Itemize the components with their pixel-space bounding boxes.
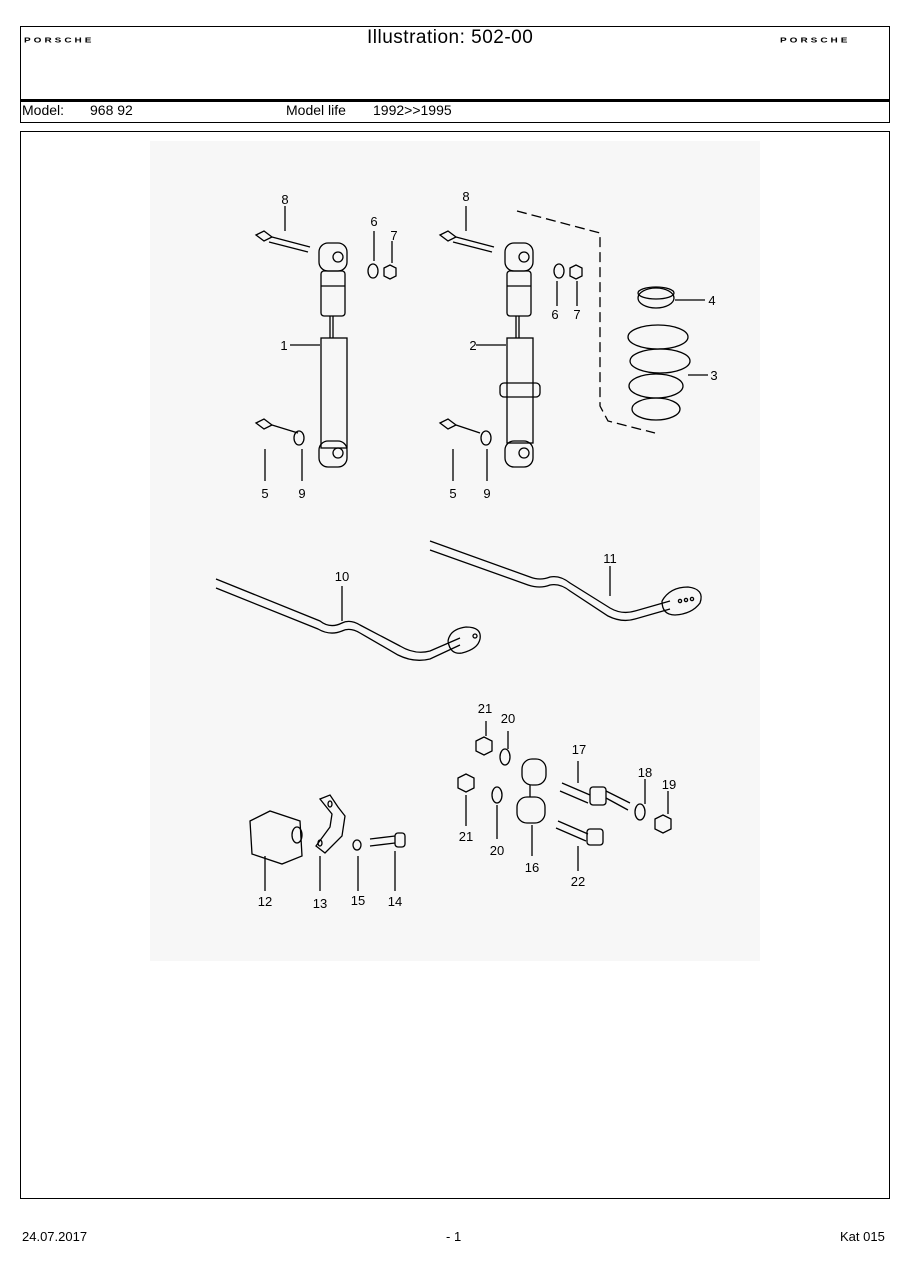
page-title: Illustration: 502-00 [367,27,534,48]
model-label: Model: [22,102,65,118]
part-label: 12 [258,894,272,909]
footer-catalog: Kat 015 [840,1229,885,1244]
illustration-frame [20,131,890,1199]
part-label: 8 [281,192,288,207]
part-label: 5 [261,486,268,501]
part-label: 1 [280,338,287,353]
part-label: 9 [298,486,305,501]
part-label: 14 [388,894,402,909]
part-label: 10 [335,569,349,584]
coupling-rod-parts [457,721,672,871]
part-label: 9 [483,486,490,501]
stabilizer-bar-10 [215,578,481,661]
part-number-labels: 1 2 3 4 5 5 6 6 7 7 8 8 9 9 10 11 12 13 … [258,189,718,911]
part-label: 19 [662,777,676,792]
part-label: 6 [551,307,558,322]
exploded-parts-diagram: 1 2 3 4 5 5 6 6 7 7 8 8 9 9 10 11 12 13 … [150,141,760,961]
shock-absorber-1 [254,206,397,481]
part-label: 13 [313,896,327,911]
part-label: 17 [572,742,586,757]
coil-spring-3 [627,286,708,421]
model-life-value: 1992>>1995 [373,102,452,118]
part-label: 18 [638,765,652,780]
footer-date: 24.07.2017 [22,1229,88,1244]
part-label: 7 [390,228,397,243]
part-label: 4 [708,293,715,308]
footer-page-number: - 1 [446,1229,462,1244]
part-label: 7 [573,307,580,322]
part-label: 20 [501,711,515,726]
part-label: 22 [571,874,585,889]
stabilizer-mount-parts [249,794,406,891]
part-label: 8 [462,189,469,204]
porsche-logo-left: PORSCHE [24,36,95,45]
part-label: 20 [490,843,504,858]
part-label: 21 [459,829,473,844]
stabilizer-bar-11 [429,540,702,622]
part-label: 21 [478,701,492,716]
model-value: 968 92 [90,102,133,118]
part-label: 6 [370,214,377,229]
part-label: 16 [525,860,539,875]
part-label: 2 [469,338,476,353]
header-divider [20,99,890,102]
shock-absorber-2 [438,206,656,481]
part-label: 15 [351,893,365,908]
part-label: 5 [449,486,456,501]
part-label: 3 [710,368,717,383]
header-box [20,26,890,123]
porsche-logo-right: PORSCHE [780,36,851,45]
model-life-label: Model life [286,102,346,118]
part-label: 11 [603,551,617,566]
